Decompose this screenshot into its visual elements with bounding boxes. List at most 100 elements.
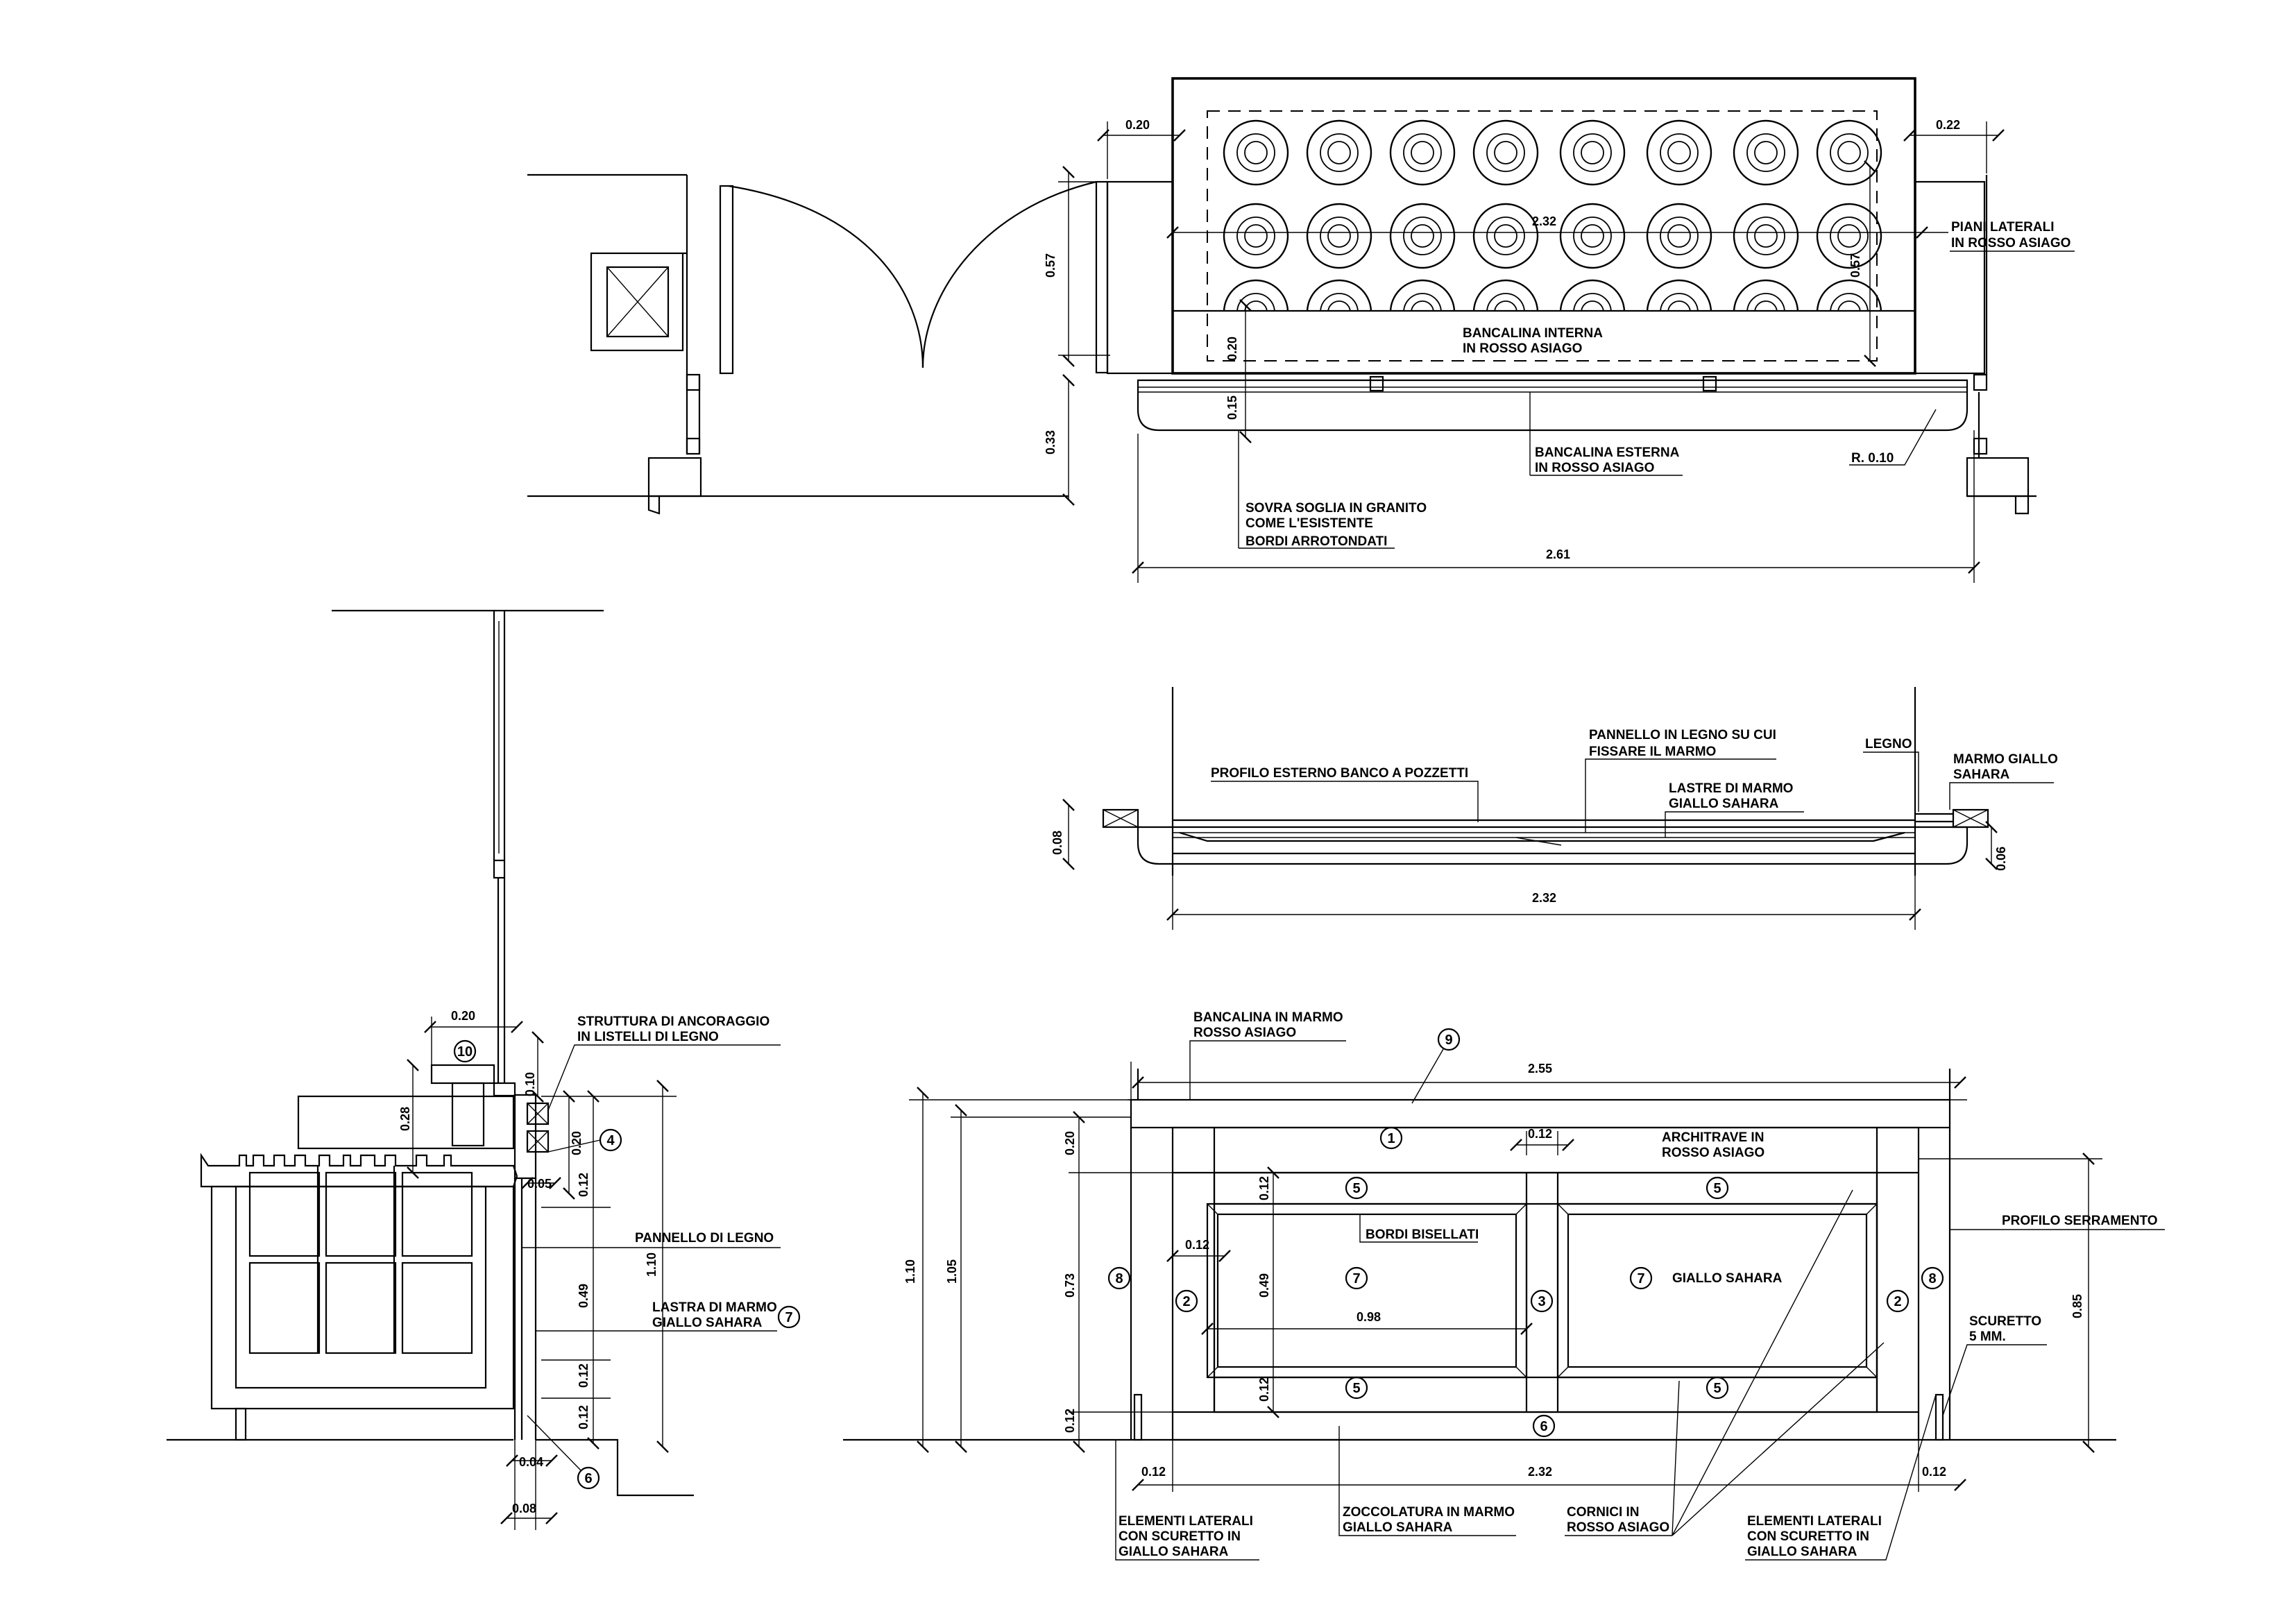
dim-ledge: 0.15	[1225, 396, 1239, 420]
label-bancalina-marmo-2: ROSSO ASIAGO	[1193, 1026, 1296, 1040]
burner-1-1	[1223, 119, 1289, 186]
dim-elev-br: 0.12	[1922, 1465, 1946, 1479]
label-sovra-soglia-1: SOVRA SOGLIA IN GRANITO	[1245, 501, 1427, 516]
label-bordi-bisellati: BORDI BISELLATI	[1366, 1227, 1479, 1242]
label-profilo-serramento: PROFILO SERRAMENTO	[2002, 1214, 2158, 1228]
dim-band: 0.20	[1225, 337, 1239, 361]
dim-depth-left: 0.57	[1044, 253, 1057, 278]
marker-9: 9	[1445, 1033, 1452, 1048]
dim-elev-12a: 0.12	[1063, 1409, 1077, 1433]
label-piani-laterali-2: IN ROSSO ASIAGO	[1951, 236, 2070, 250]
dim-right-gap: 0.22	[1936, 118, 1960, 132]
dim-side-05: 0.05	[527, 1177, 552, 1191]
dim-elev-105: 1.05	[945, 1259, 959, 1284]
burner-1-6	[1646, 119, 1712, 186]
dim-elev-bl: 0.12	[1141, 1465, 1166, 1479]
dim-elev-73: 0.73	[1063, 1273, 1077, 1298]
dim-mid-right: 0.06	[1994, 847, 2008, 871]
marker-8b: 8	[1928, 1271, 1936, 1286]
label-pannello-legno-2: FISSARE IL MARMO	[1589, 745, 1716, 759]
marker-2b: 2	[1894, 1294, 1901, 1309]
burner-1-3	[1389, 119, 1456, 186]
label-struttura-1: STRUTTURA DI ANCORAGGIO	[577, 1014, 769, 1029]
burner-1-5	[1559, 119, 1626, 186]
label-elementi-l-2: CON SCURETTO IN	[1119, 1529, 1241, 1544]
burner-3-5	[1559, 279, 1626, 311]
dim-elev-p49: 0.49	[1257, 1273, 1271, 1298]
label-lastre-2: GIALLO SAHARA	[1669, 797, 1779, 811]
burner-3-1	[1223, 279, 1289, 311]
marker-5c: 5	[1352, 1381, 1360, 1396]
label-bancalina-esterna-2: IN ROSSO ASIAGO	[1535, 461, 1654, 475]
label-bancalina-marmo-1: BANCALINA IN MARMO	[1193, 1010, 1343, 1025]
top-plan-view: 0.20 0.22 0.57 0.33 0.57 2.32 0.20 0.15 …	[527, 77, 2075, 583]
marker-8a: 8	[1115, 1271, 1123, 1286]
label-piani-laterali-1: PIANI LATERALI	[1951, 220, 2054, 235]
dim-elev-p12: 0.12	[1257, 1176, 1271, 1200]
marker-7a: 7	[1352, 1271, 1360, 1286]
dim-side-08: 0.08	[512, 1502, 536, 1515]
label-elementi-l-3: GIALLO SAHARA	[1119, 1545, 1229, 1559]
marker-5b: 5	[1713, 1181, 1721, 1196]
label-pannello-legno-1: PANNELLO IN LEGNO SU CUI	[1589, 728, 1776, 742]
label-scuretto-2: 5 MM.	[1969, 1329, 2006, 1344]
dim-side-top-width: 0.20	[451, 1009, 475, 1023]
dim-elev-110: 1.10	[903, 1259, 917, 1284]
dim-side-20: 0.20	[570, 1131, 584, 1155]
burner-1-2	[1306, 119, 1372, 186]
marker-5a: 5	[1352, 1181, 1360, 1196]
label-cornici-2: ROSSO ASIAGO	[1567, 1520, 1669, 1535]
dim-base: 0.33	[1044, 430, 1057, 454]
burner-2-5	[1559, 203, 1626, 269]
label-architrave-1: ARCHITRAVE IN	[1662, 1130, 1764, 1145]
label-bancalina-esterna-1: BANCALINA ESTERNA	[1535, 445, 1680, 460]
dim-inner-width: 2.32	[1532, 214, 1556, 228]
dim-elev-98: 0.98	[1357, 1310, 1381, 1324]
label-marmo-giallo-2: SAHARA	[1953, 767, 2010, 782]
dim-side-12a: 0.12	[577, 1173, 590, 1197]
dim-elev-bottom: 2.32	[1528, 1465, 1552, 1479]
dim-side-04: 0.04	[519, 1455, 543, 1469]
label-bancalina-interna-2: IN ROSSO ASIAGO	[1463, 341, 1582, 356]
burner-3-7	[1733, 279, 1799, 311]
burner-2-2	[1306, 203, 1372, 269]
label-elementi-r-3: GIALLO SAHARA	[1747, 1545, 1857, 1559]
marker-7b: 7	[1637, 1271, 1644, 1286]
label-elementi-l-1: ELEMENTI LATERALI	[1119, 1514, 1253, 1529]
burner-2-6	[1646, 203, 1712, 269]
burner-3-3	[1389, 279, 1456, 311]
dim-side-49: 0.49	[577, 1284, 590, 1308]
label-elementi-r-1: ELEMENTI LATERALI	[1747, 1514, 1882, 1529]
burner-2-4	[1472, 203, 1539, 269]
label-sovra-soglia-2: COME L'ESISTENTE	[1245, 516, 1373, 531]
label-lastra-marmo-1: LASTRA DI MARMO	[652, 1300, 777, 1315]
burner-1-8	[1816, 119, 1882, 186]
side-section-view: 0.20 0.28 0.10 0.20 0.05 0.12 0.49 0.12 …	[167, 609, 801, 1530]
dim-elev-85: 0.85	[2070, 1294, 2084, 1318]
dim-side-12b: 0.12	[577, 1363, 590, 1388]
label-bancalina-interna-1: BANCALINA INTERNA	[1463, 326, 1603, 341]
middle-section-view: 0.08 0.06 2.32 PROFILO ESTERNO BANCO A P…	[1051, 687, 2058, 930]
dim-side-12c: 0.12	[577, 1405, 590, 1429]
label-zoccolatura-2: GIALLO SAHARA	[1343, 1520, 1453, 1535]
dim-elev-side12: 0.12	[1185, 1238, 1209, 1252]
burner-3-6	[1646, 279, 1712, 311]
label-profilo-esterno: PROFILO ESTERNO BANCO A POZZETTI	[1211, 766, 1468, 781]
marker-7: 7	[785, 1310, 792, 1325]
marker-6-elev: 6	[1540, 1419, 1547, 1434]
label-sovra-soglia-3: BORDI ARROTONDATI	[1245, 534, 1387, 549]
burner-3-2	[1306, 279, 1372, 311]
label-scuretto-1: SCURETTO	[1969, 1314, 2041, 1329]
dim-left-gap: 0.20	[1125, 118, 1150, 132]
dim-elev-p12b: 0.12	[1257, 1377, 1271, 1402]
label-zoccolatura-1: ZOCCOLATURA IN MARMO	[1343, 1505, 1515, 1520]
dim-side-28: 0.28	[398, 1107, 412, 1131]
burner-1-7	[1733, 119, 1799, 186]
marker-2a: 2	[1182, 1294, 1190, 1309]
dim-mid-left: 0.08	[1051, 831, 1064, 855]
dim-side-cap: 0.10	[523, 1072, 537, 1096]
dim-elev-top: 2.55	[1528, 1062, 1552, 1076]
burner-1-4	[1472, 119, 1539, 186]
marker-4: 4	[606, 1133, 615, 1148]
